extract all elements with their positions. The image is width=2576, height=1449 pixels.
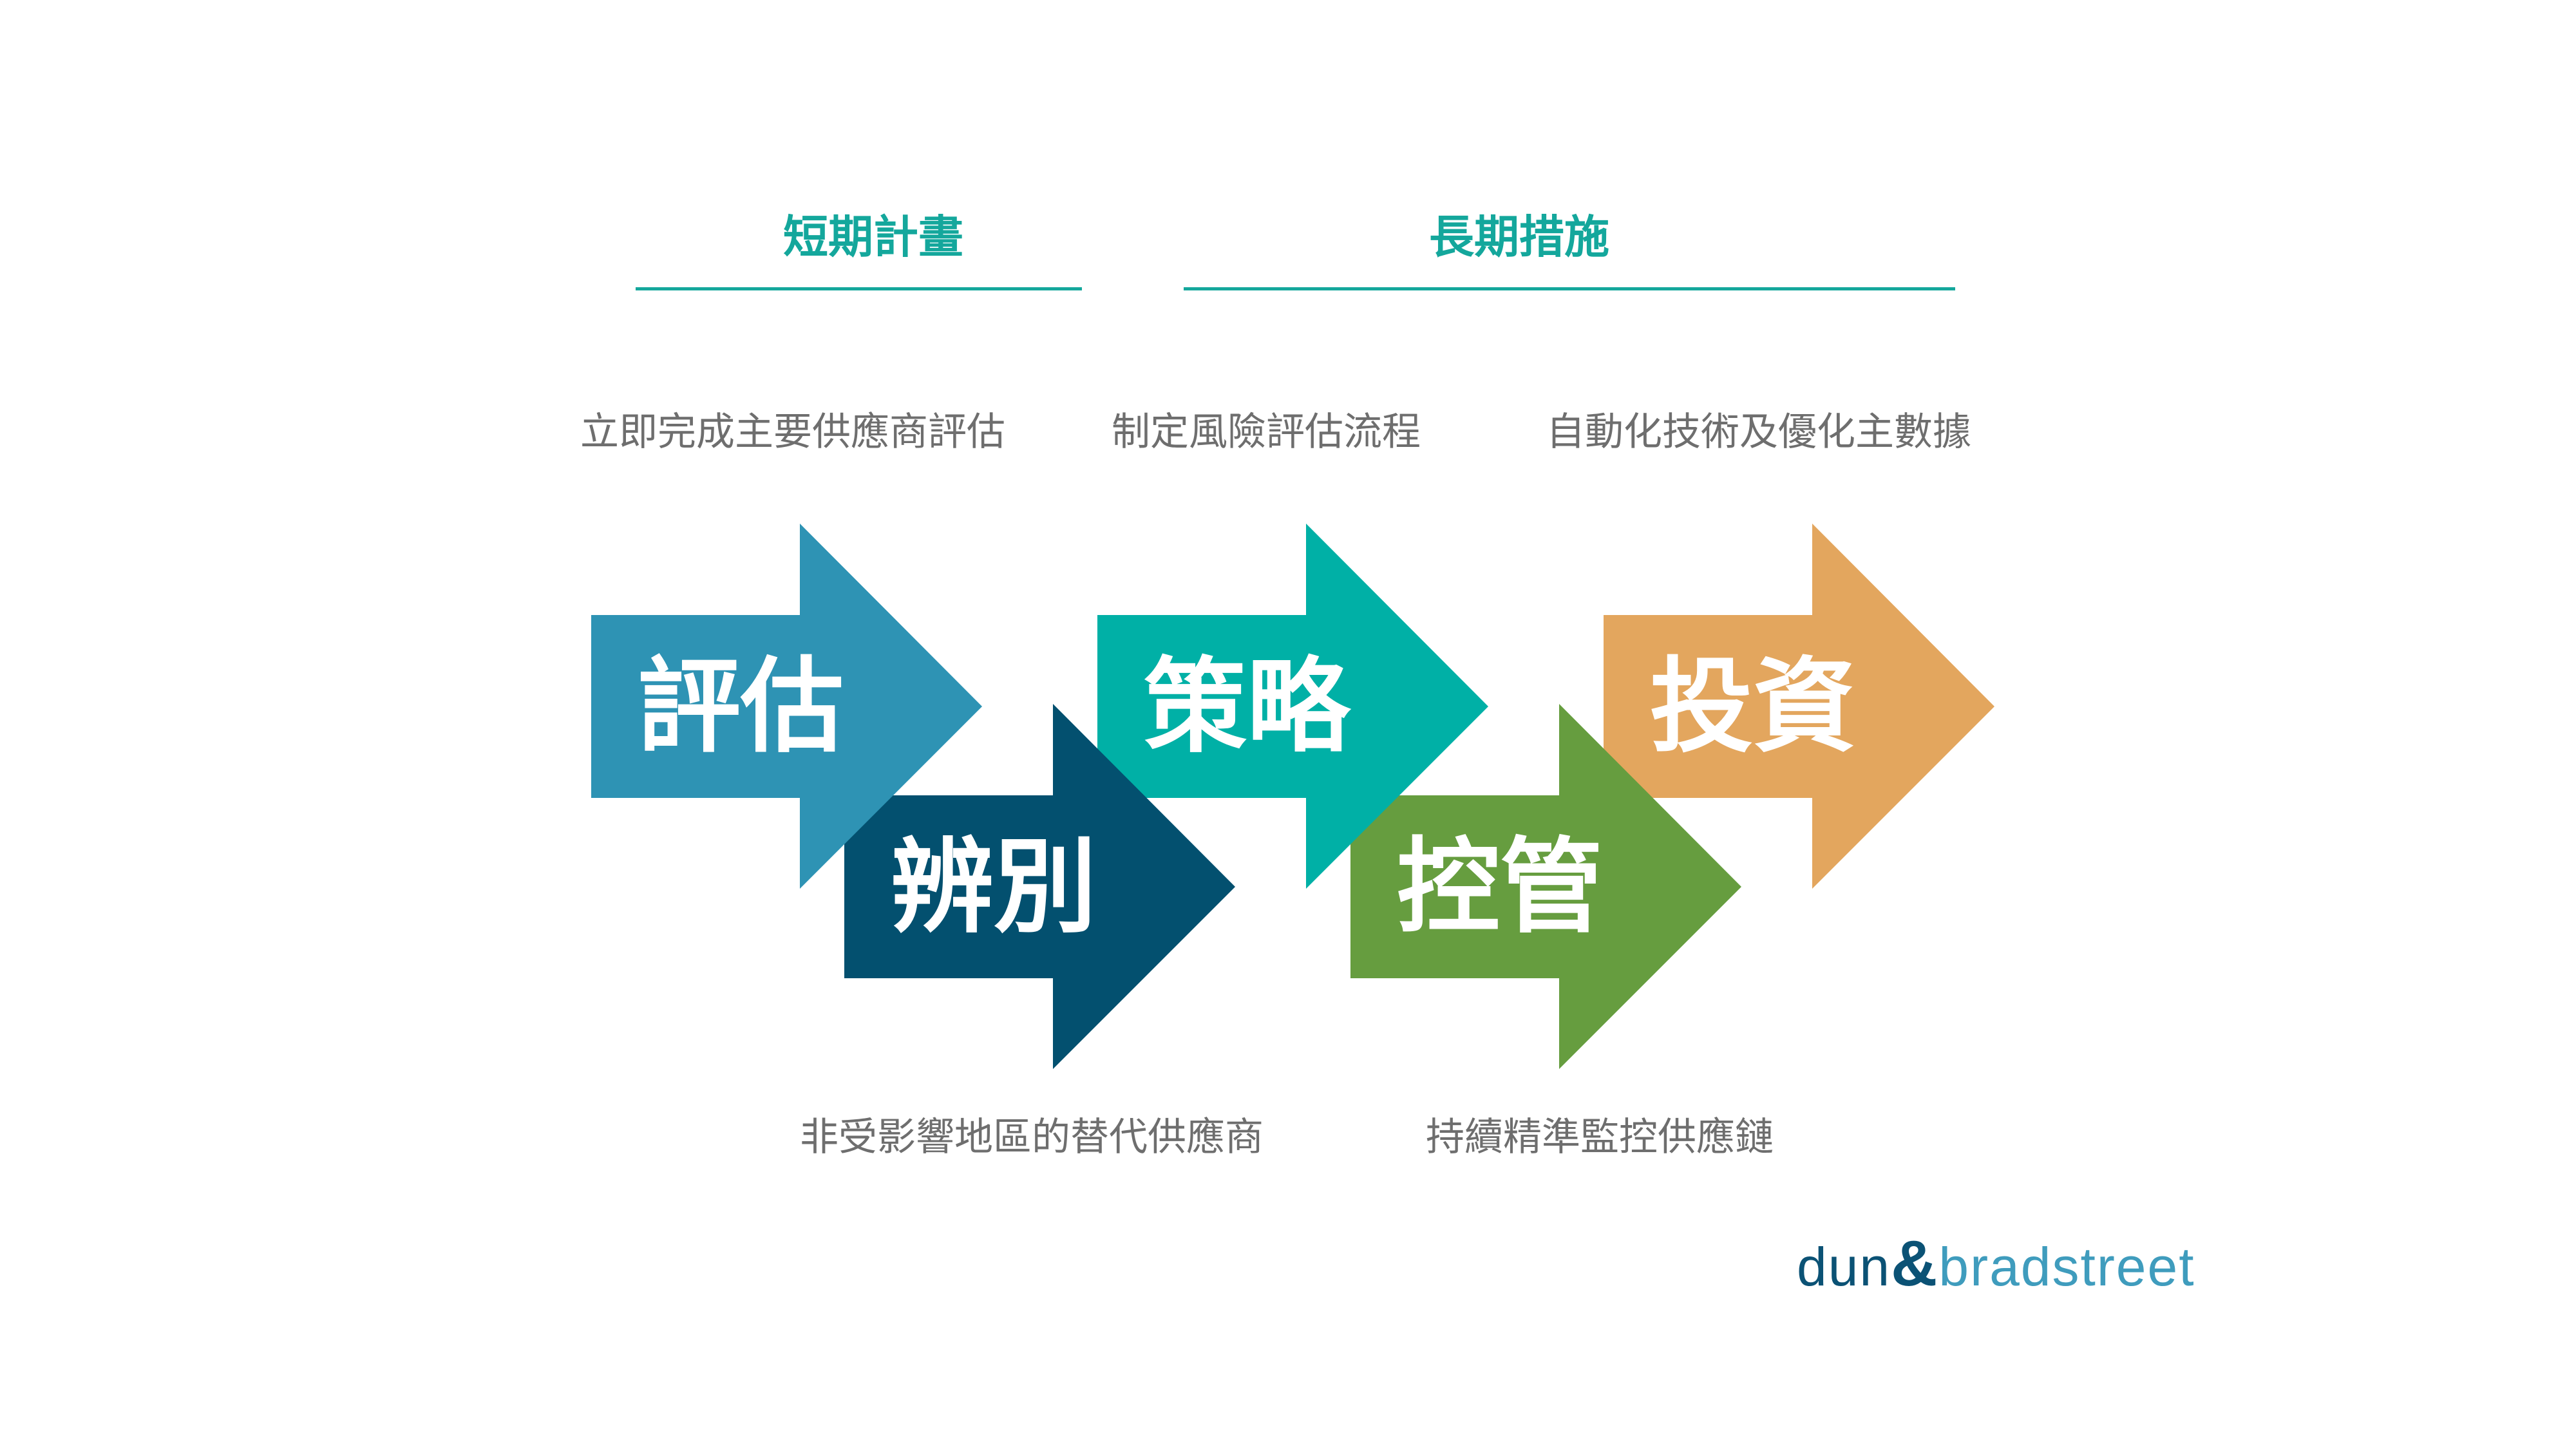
- arrow-assess: 評估: [591, 524, 982, 889]
- arrow-invest: 投資: [1604, 524, 1994, 889]
- arrow-identify: 辨別: [844, 704, 1235, 1069]
- desc-invest: 自動化技術及優化主數據: [1546, 410, 1971, 455]
- desc-strategy: 制定風險評估流程: [1112, 410, 1421, 455]
- arrow-shape: [591, 524, 982, 889]
- desc-assess: 立即完成主要供應商評估: [580, 410, 1005, 455]
- short-term-divider: [636, 287, 1082, 290]
- logo-dun: dun: [1797, 1236, 1891, 1297]
- desc-identify: 非受影響地區的替代供應商: [800, 1115, 1264, 1160]
- arrow-shape: [1350, 704, 1741, 1069]
- logo-ampersand: &: [1891, 1227, 1939, 1300]
- arrow-control: 控管: [1350, 704, 1741, 1069]
- arrow-shape: [1604, 524, 1994, 889]
- arrow-label: 投資: [1650, 647, 1856, 767]
- logo-bradstreet: bradstreet: [1938, 1236, 2195, 1297]
- arrow-shape: [844, 704, 1235, 1069]
- dun-bradstreet-logo: dun&bradstreet: [1797, 1227, 2195, 1301]
- arrow-label: 策略: [1144, 647, 1352, 767]
- arrow-shape: [1097, 524, 1488, 889]
- desc-control: 持續精準監控供應鏈: [1426, 1115, 1774, 1160]
- heading-long-term: 長期措施: [1429, 211, 1609, 263]
- arrow-strategy: 策略: [1097, 524, 1488, 889]
- arrow-label: 評估: [638, 647, 844, 767]
- long-term-divider: [1184, 287, 1955, 290]
- arrow-label: 控管: [1397, 827, 1603, 947]
- heading-short-term: 短期計畫: [783, 211, 963, 263]
- arrow-label: 辨別: [891, 827, 1097, 947]
